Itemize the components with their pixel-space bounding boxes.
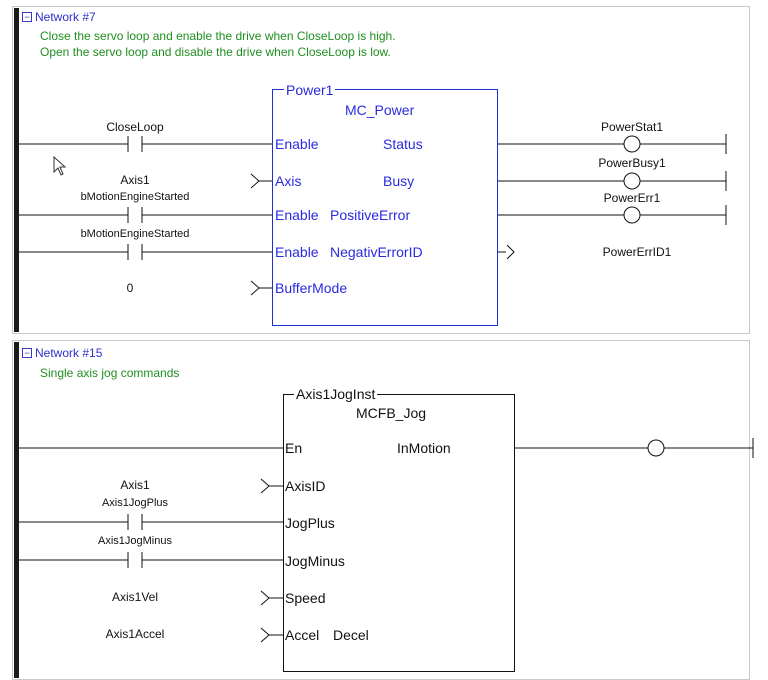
- input-speed: Speed: [285, 590, 326, 606]
- coil-powerstat1-label[interactable]: PowerStat1: [600, 120, 664, 134]
- speed-variable-label[interactable]: Axis1Vel: [111, 590, 159, 604]
- coil-powererr1-label[interactable]: PowerErr1: [603, 191, 661, 205]
- accel-variable-label[interactable]: Axis1Accel: [105, 627, 165, 641]
- network-15-title: Network #15: [35, 346, 103, 360]
- contact-closeloop-label[interactable]: CloseLoop: [106, 120, 164, 134]
- mcfb-jog-block[interactable]: [283, 394, 515, 672]
- contact-bmotionenginestarted-label[interactable]: bMotionEngineStarted: [80, 191, 190, 203]
- network-7-comment-1: Close the servo loop and enable the driv…: [40, 29, 396, 43]
- left-power-rail: [14, 8, 19, 332]
- network-7-title: Network #7: [35, 10, 96, 24]
- input-accel: Accel: [285, 627, 320, 643]
- network-7-comment-2: Open the servo loop and disable the driv…: [40, 45, 391, 59]
- output-inmotion: InMotion: [397, 440, 451, 456]
- input-en: En: [285, 440, 303, 456]
- network-15-header[interactable]: −Network #15: [22, 346, 102, 360]
- output-negativerrorid: NegativErrorID: [330, 244, 423, 260]
- axis-variable-label[interactable]: Axis1: [120, 173, 150, 187]
- buffermode-value-label[interactable]: 0: [126, 281, 134, 295]
- mouse-cursor-icon: [53, 155, 67, 176]
- output-decel: Decel: [333, 627, 369, 643]
- network-15-comment: Single axis jog commands: [40, 366, 180, 380]
- coil-powerbusy1-label[interactable]: PowerBusy1: [598, 156, 666, 170]
- contact-axis1jogplus-label[interactable]: Axis1JogPlus: [101, 497, 169, 509]
- input-enable-2: Enable: [275, 207, 319, 223]
- input-buffermode: BufferMode: [275, 280, 348, 296]
- contact-bmotionenginestarted-label-2[interactable]: bMotionEngineStarted: [80, 228, 190, 240]
- input-jogminus: JogMinus: [285, 553, 345, 569]
- network-7-panel[interactable]: [12, 6, 750, 334]
- output-positiveerror: PositiveError: [330, 207, 411, 223]
- contact-axis1jogminus-label[interactable]: Axis1JogMinus: [98, 535, 172, 547]
- input-enable-3: Enable: [275, 244, 319, 260]
- output-powererrid1-label[interactable]: PowerErrID1: [602, 245, 672, 259]
- input-enable: Enable: [275, 136, 319, 152]
- output-busy: Busy: [383, 173, 415, 189]
- mc-power-block[interactable]: [272, 89, 498, 326]
- network-15-panel[interactable]: [12, 340, 750, 680]
- collapse-box-icon[interactable]: −: [22, 12, 32, 22]
- input-jogplus: JogPlus: [285, 515, 335, 531]
- network-7-header[interactable]: −Network #7: [22, 10, 96, 24]
- input-axis: Axis: [275, 173, 302, 189]
- input-axisid: AxisID: [285, 478, 326, 494]
- axisid-variable-label[interactable]: Axis1: [120, 478, 150, 492]
- block-type-name: MC_Power: [345, 102, 415, 118]
- output-status: Status: [383, 136, 423, 152]
- block-type-name-2: MCFB_Jog: [356, 405, 427, 421]
- block-instance-name: Power1: [284, 82, 336, 98]
- left-power-rail-2: [14, 342, 19, 678]
- block-instance-name-2: Axis1JogInst: [294, 386, 378, 402]
- collapse-box-icon[interactable]: −: [22, 348, 32, 358]
